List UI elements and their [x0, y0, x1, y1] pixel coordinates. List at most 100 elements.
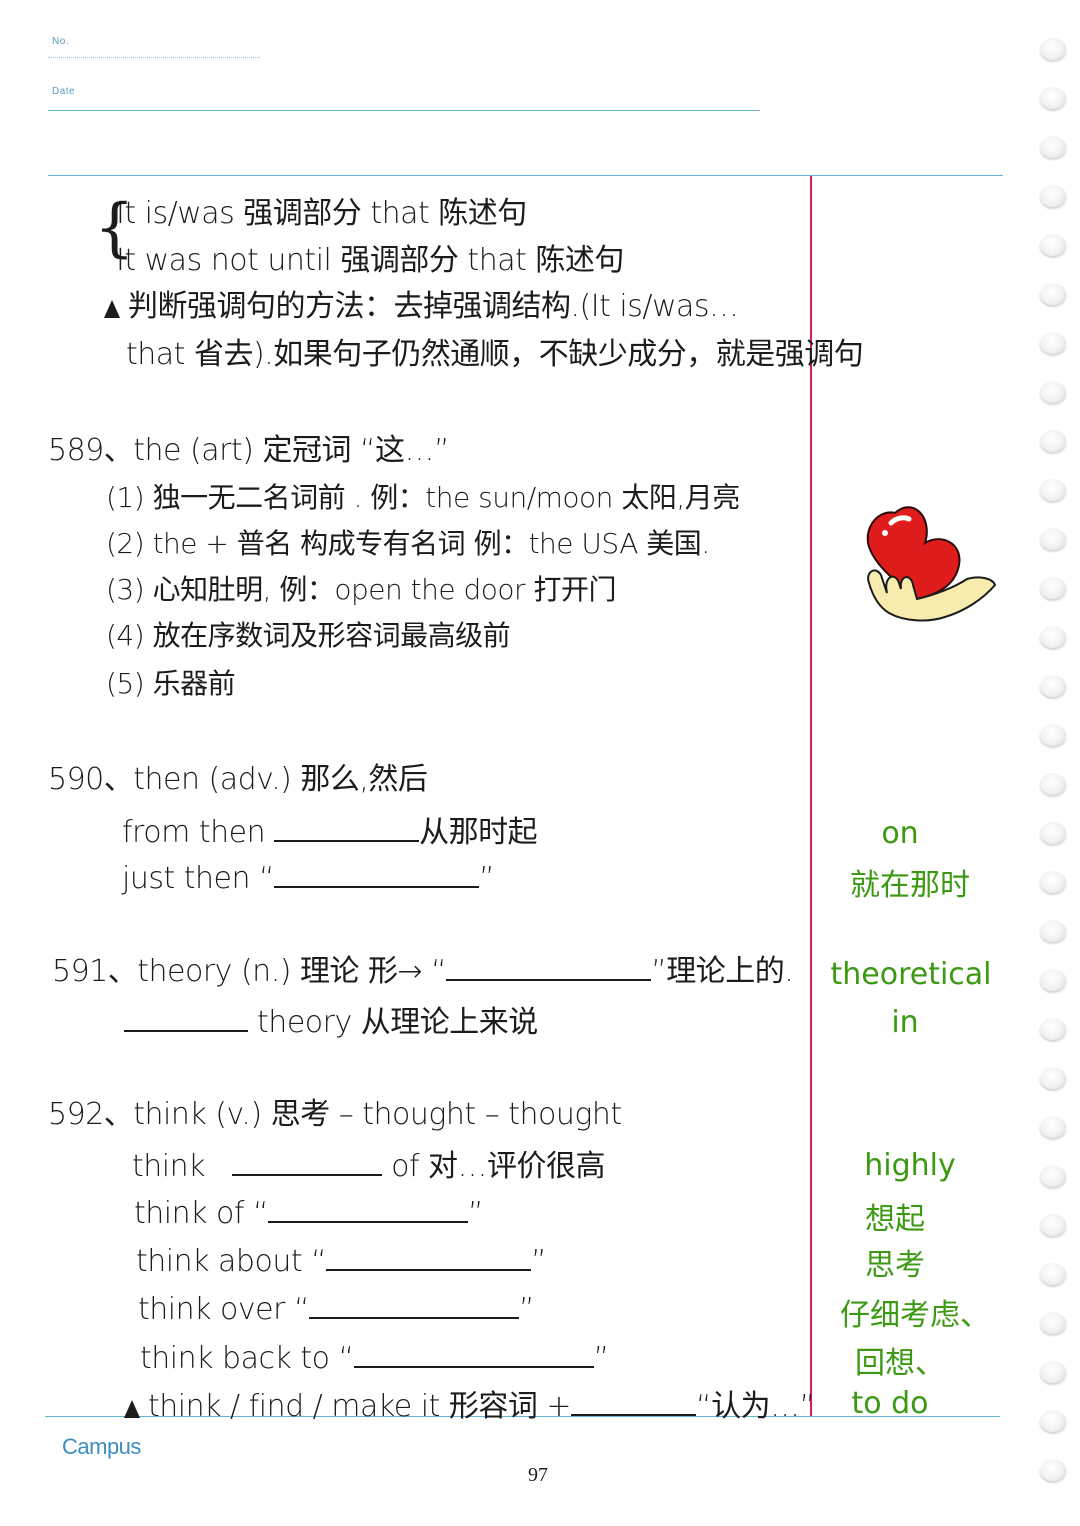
phrase-text: think — [132, 1149, 206, 1184]
ring-hole — [1040, 1263, 1066, 1285]
triangle-bullet-icon — [104, 300, 120, 318]
ring-hole — [1040, 626, 1066, 648]
tip-text: think / find / make it 形容词 + — [148, 1389, 572, 1424]
brand-logo: Campus — [62, 1434, 141, 1459]
fill-in-blank — [309, 1293, 520, 1319]
top-rule — [48, 175, 1003, 176]
date-label: Date — [52, 86, 76, 97]
entry-589-item-5: (5) 乐器前 — [106, 667, 236, 700]
meaning-text: ”理论上的. — [651, 954, 794, 989]
phrase-text: just then “ — [122, 861, 275, 896]
answer-590-2: 就在那时 — [850, 868, 970, 903]
ring-hole — [1040, 1214, 1066, 1236]
entry-592-item-4: think over “ ” — [138, 1292, 535, 1327]
ring-hole — [1040, 871, 1066, 893]
ring-hole — [1040, 969, 1066, 991]
fill-in-blank — [274, 816, 420, 842]
entry-592-headword: 592、think (v.) 思考 – thought – thought — [48, 1097, 622, 1132]
entry-592-item-5: think back to “ ” — [140, 1342, 609, 1374]
ring-hole — [1040, 724, 1066, 746]
ring-hole — [1040, 479, 1066, 501]
page-number: 97 — [528, 1464, 548, 1486]
meaning-text: “认为…” — [696, 1389, 815, 1424]
triangle-bullet-icon — [124, 1400, 140, 1418]
ring-hole — [1040, 87, 1066, 109]
fill-in-blank — [232, 1150, 383, 1176]
answer-592-3: 思考 — [865, 1248, 925, 1283]
emphasis-tip-line-2: that 省去).如果句子仍然通顺，不缺少成分，就是强调句 — [126, 337, 864, 372]
answer-592-tip: to do — [851, 1386, 929, 1421]
fill-in-blank — [268, 1197, 469, 1223]
ring-hole — [1040, 822, 1066, 844]
answer-592-2: 想起 — [865, 1202, 925, 1237]
answer-592-5: 回想、 — [855, 1346, 945, 1381]
brace-symbol: { — [94, 191, 135, 265]
ring-hole — [1040, 773, 1066, 795]
ring-hole — [1040, 430, 1066, 452]
ring-hole — [1040, 38, 1066, 60]
entry-590-headword: 590、then (adv.) 那么,然后 — [48, 762, 428, 797]
ring-hole — [1040, 920, 1066, 942]
margin-line — [810, 176, 812, 1416]
answer-590-1: on — [881, 816, 919, 851]
ring-hole — [1040, 1459, 1066, 1481]
fill-in-blank — [353, 1342, 594, 1368]
fill-in-blank — [571, 1390, 697, 1416]
emphasis-line-2: It was not until 强调部分 that 陈述句 — [116, 243, 624, 278]
binder-rings — [1040, 38, 1070, 1498]
phrase-text: think about “ — [136, 1244, 327, 1279]
phrase-text: think over “ — [138, 1292, 310, 1327]
headword-text: 591、theory (n.) 理论 形→ “ — [52, 954, 447, 989]
ring-hole — [1040, 675, 1066, 697]
phrase-text: theory 从理论上来说 — [257, 1005, 538, 1040]
quote-close: ” — [531, 1244, 547, 1279]
ring-hole — [1040, 234, 1066, 256]
entry-589-item-4: (4) 放在序数词及形容词最高级前 — [106, 619, 511, 652]
ring-hole — [1040, 283, 1066, 305]
ring-hole — [1040, 332, 1066, 354]
entry-592-item-1: think of 对…评价很高 — [132, 1149, 606, 1184]
entry-590-item-1: from then 从那时起 — [122, 815, 538, 850]
fill-in-blank — [326, 1245, 532, 1271]
phrase-text: think back to “ — [140, 1341, 354, 1376]
entry-591-headword: 591、theory (n.) 理论 形→ “ ”理论上的. — [52, 954, 794, 989]
tip-text: 判断强调句的方法：去掉强调结构.(It is/was… — [128, 289, 739, 324]
ring-hole — [1040, 1312, 1066, 1334]
ring-hole — [1040, 381, 1066, 403]
meaning-text: of 对…评价很高 — [391, 1149, 606, 1184]
entry-590-item-2: just then “ ” — [122, 861, 495, 896]
entry-591-item-1: theory 从理论上来说 — [124, 1006, 538, 1038]
ring-hole — [1040, 1361, 1066, 1383]
quote-close: ” — [479, 861, 495, 896]
no-label: No. — [52, 36, 70, 47]
emphasis-line-1: It is/was 强调部分 that 陈述句 — [116, 196, 527, 231]
quote-close: ” — [519, 1292, 535, 1327]
answer-592-1: highly — [864, 1148, 956, 1183]
bottom-rule — [45, 1416, 1000, 1417]
ring-hole — [1040, 1116, 1066, 1138]
ring-hole — [1040, 185, 1066, 207]
entry-592-item-2: think of “ ” — [134, 1196, 484, 1231]
ring-hole — [1040, 1410, 1066, 1432]
header-rule — [48, 110, 760, 111]
heart-in-hand-illustration — [855, 495, 1000, 630]
fill-in-blank — [124, 1006, 248, 1032]
entry-589-item-2: (2) the + 普名 构成专有名词 例：the USA 美国. — [106, 527, 710, 560]
phrase-text: from then — [122, 815, 266, 850]
entry-589-item-1: (1) 独一无二名词前 . 例：the sun/moon 太阳,月亮 — [106, 481, 740, 514]
quote-close: ” — [468, 1196, 484, 1231]
heart-icon — [866, 506, 997, 622]
ring-hole — [1040, 136, 1066, 158]
fill-in-blank — [446, 955, 652, 981]
ring-hole — [1040, 1165, 1066, 1187]
ring-hole — [1040, 577, 1066, 599]
emphasis-tip-line-1: 判断强调句的方法：去掉强调结构.(It is/was… — [104, 292, 739, 322]
phrase-text: think of “ — [134, 1196, 269, 1231]
meaning-text: 从那时起 — [419, 815, 538, 850]
quote-close: ” — [593, 1341, 610, 1376]
answer-592-4: 仔细考虑、 — [840, 1298, 990, 1333]
ring-hole — [1040, 1018, 1066, 1040]
entry-592-tip: think / find / make it 形容词 + “认为…” — [124, 1390, 815, 1422]
answer-591-headword: theoretical — [830, 957, 992, 992]
entry-589-headword: 589、the (art) 定冠词 “这…” — [48, 433, 450, 468]
